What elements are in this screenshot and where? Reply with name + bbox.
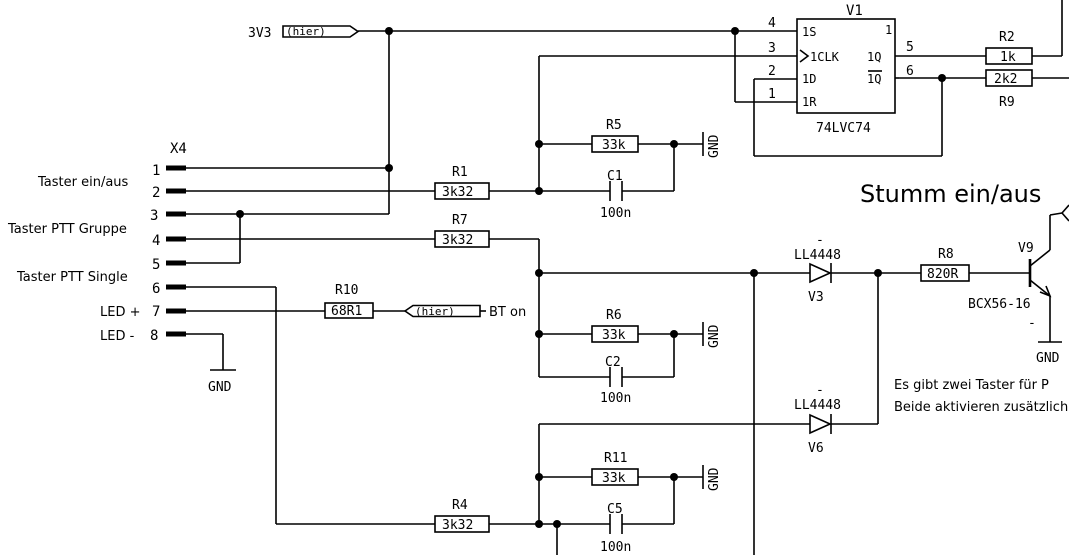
r9-ref: R9 bbox=[999, 95, 1015, 110]
label-taster-ptt-single: Taster PTT Single bbox=[16, 270, 128, 285]
gnd-label-r6: GND bbox=[707, 324, 722, 348]
net-3v3: 3V3 (hier) bbox=[248, 25, 797, 214]
section-heading: Stumm ein/aus bbox=[860, 180, 1041, 208]
v1-pin-q-name: 1Q bbox=[867, 50, 881, 64]
label-taster-ptt-gruppe: Taster PTT Gruppe bbox=[7, 222, 127, 237]
resistor-r2: R2 1k bbox=[985, 0, 1063, 65]
v9-part: BCX56-16 bbox=[968, 297, 1031, 312]
r11-ref: R11 bbox=[604, 451, 627, 466]
v1-pin-d-num: 2 bbox=[768, 64, 776, 79]
v6-ref: V6 bbox=[808, 441, 824, 456]
r2-value: 1k bbox=[1000, 50, 1016, 65]
r7-ref: R7 bbox=[452, 213, 468, 228]
resistor-r9: 2k2 R9 bbox=[985, 69, 1069, 110]
gnd-label-r5: GND bbox=[707, 134, 722, 158]
v1-part: 74LVC74 bbox=[816, 121, 871, 136]
v1-ref: V1 bbox=[846, 3, 863, 19]
connector-x4: X4 1 2 3 4 5 6 7 8 Taster ein/aus Taster… bbox=[7, 141, 187, 344]
r4-ref: R4 bbox=[452, 498, 468, 513]
r5-value: 33k bbox=[602, 138, 626, 153]
r6-value: 33k bbox=[602, 328, 626, 343]
r9-value: 2k2 bbox=[994, 72, 1017, 87]
bt-on-label: BT on bbox=[489, 305, 526, 320]
note-line-2: Beide aktivieren zusätzlich bbox=[894, 400, 1068, 415]
resistor-r8: R8 820R bbox=[920, 247, 1030, 282]
v1-pin-top: 1 bbox=[885, 23, 892, 37]
hier-port-3v3-label: (hier) bbox=[286, 25, 326, 38]
gnd-label-v9: GND bbox=[1036, 351, 1060, 366]
pin-2-num: 2 bbox=[152, 185, 160, 201]
note-line-1: Es gibt zwei Taster für P bbox=[894, 378, 1049, 393]
r10-ref: R10 bbox=[335, 283, 358, 298]
c5-value: 100n bbox=[600, 540, 631, 555]
v1-pin-r-name: 1R bbox=[802, 95, 817, 109]
label-led-minus: LED - bbox=[100, 329, 135, 344]
c2-ref: C2 bbox=[605, 355, 621, 370]
v1-pin-d-name: 1D bbox=[802, 72, 816, 86]
v6-dash: - bbox=[816, 383, 824, 398]
c1-ref: C1 bbox=[607, 169, 623, 184]
gnd-label-led: GND bbox=[208, 380, 232, 395]
pin-7-num: 7 bbox=[152, 304, 160, 320]
pin-4-num: 4 bbox=[152, 233, 160, 249]
hier-port-bt-label: (hier) bbox=[415, 305, 455, 318]
diode-v3: - LL4448 V3 bbox=[794, 233, 921, 424]
flipflop-v1: V1 1 4 3 2 1 1S 1CLK 1D 1R 1Q 1Q 74LVC74… bbox=[768, 3, 914, 136]
v6-part: LL4448 bbox=[794, 398, 841, 413]
diode-v6: - LL4448 V6 bbox=[794, 383, 878, 456]
c1-value: 100n bbox=[600, 206, 631, 221]
v9-dash: - bbox=[1028, 316, 1036, 331]
net-bt-on: (hier) BT on bbox=[403, 304, 526, 320]
vertical-bus bbox=[750, 269, 758, 555]
label-led-plus: LED + bbox=[100, 305, 141, 320]
v1-pin-qn-name: 1Q bbox=[867, 72, 881, 86]
r2-ref: R2 bbox=[999, 30, 1015, 45]
c5-ref: C5 bbox=[607, 502, 623, 517]
v1-pin-q-num: 5 bbox=[906, 40, 914, 55]
v1-pin-s-num: 4 bbox=[768, 16, 776, 31]
v1-pin-clk-name: 1CLK bbox=[810, 50, 840, 64]
connector-ref: X4 bbox=[170, 141, 187, 157]
v3-ref: V3 bbox=[808, 290, 824, 305]
v1-pin-clk-num: 3 bbox=[768, 41, 776, 56]
rc-block-upper: R1 3k32 R5 33k GND C1 100n bbox=[434, 55, 797, 221]
hier-port-3v3 bbox=[282, 25, 360, 38]
rc-block-lower: R4 3k32 R11 33k GND C5 100n bbox=[434, 423, 810, 555]
pin-1-num: 1 bbox=[152, 163, 160, 179]
resistor-r10: R10 68R1 bbox=[324, 283, 405, 319]
connector-wiring: GND bbox=[186, 164, 435, 525]
label-taster-ein-aus: Taster ein/aus bbox=[37, 175, 129, 190]
v9-ref: V9 bbox=[1018, 241, 1034, 256]
r7-value: 3k32 bbox=[442, 233, 473, 248]
r4-value: 3k32 bbox=[442, 518, 473, 533]
r11-value: 33k bbox=[602, 471, 626, 486]
pin-5-num: 5 bbox=[152, 257, 160, 273]
v1-pin-r-num: 1 bbox=[768, 87, 776, 102]
v1-pin-qn-num: 6 bbox=[906, 64, 914, 79]
gnd-label-r11: GND bbox=[707, 467, 722, 491]
net-3v3-label: 3V3 bbox=[248, 26, 271, 41]
transistor-v9: V9 BCX56-16 - GND bbox=[968, 204, 1069, 366]
r10-value: 68R1 bbox=[331, 304, 362, 319]
r1-value: 3k32 bbox=[442, 185, 473, 200]
flipflop-wiring bbox=[753, 55, 986, 157]
r8-value: 820R bbox=[927, 267, 958, 282]
r8-ref: R8 bbox=[938, 247, 954, 262]
r1-ref: R1 bbox=[452, 165, 468, 180]
r6-ref: R6 bbox=[606, 308, 622, 323]
v3-dash: - bbox=[816, 233, 824, 248]
c2-value: 100n bbox=[600, 391, 631, 406]
pin-6-num: 6 bbox=[152, 281, 160, 297]
v3-part: LL4448 bbox=[794, 248, 841, 263]
pin-8-num: 8 bbox=[150, 328, 158, 344]
pin-3-num: 3 bbox=[150, 208, 158, 224]
v1-pin-s-name: 1S bbox=[802, 25, 816, 39]
rc-block-middle: R7 3k32 R6 33k GND C2 100n bbox=[434, 213, 810, 406]
r5-ref: R5 bbox=[606, 118, 622, 133]
